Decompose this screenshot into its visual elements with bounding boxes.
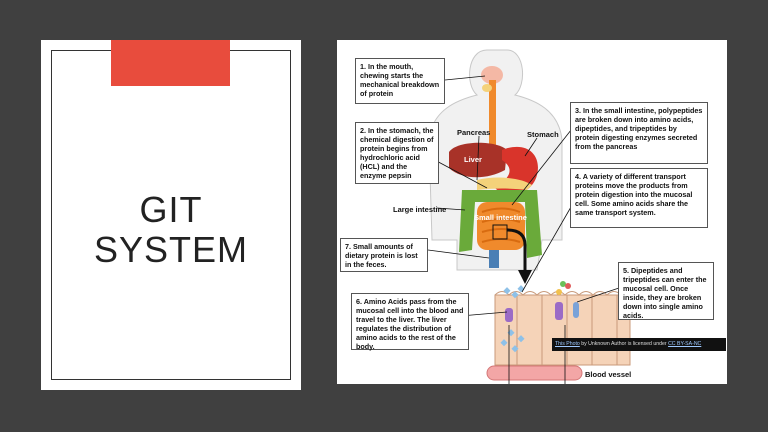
rectum-shape xyxy=(489,250,499,268)
step-6-box: 6. Amino Acids pass from the mucosal cel… xyxy=(351,293,469,351)
zoom-arrowhead xyxy=(518,270,532,284)
small-intestine-label: Small intestine xyxy=(474,213,527,222)
title-slide-thumbnail[interactable]: GIT SYSTEM xyxy=(41,40,301,390)
credit-text: by Unknown Author is licensed under xyxy=(579,341,669,347)
pancreas-shape xyxy=(477,177,532,190)
step-3-box: 3. In the small intestine, polypeptides … xyxy=(570,102,708,164)
large-intestine-shape xyxy=(459,190,542,258)
mouth-shape xyxy=(481,66,503,84)
small-intestine-highlight xyxy=(492,224,508,240)
step-2-box: 2. In the stomach, the chemical digestio… xyxy=(355,122,439,184)
slide-title: GIT SYSTEM xyxy=(93,189,249,270)
dipeptide-particles xyxy=(556,281,571,295)
pancreas-label: Pancreas xyxy=(457,128,491,137)
zoom-arrow xyxy=(506,228,527,272)
step-1-box: 1. In the mouth, chewing starts the mech… xyxy=(355,58,445,104)
credit-photo-link[interactable]: This Photo xyxy=(555,341,580,347)
image-credit: This Photo by Unknown Author is licensed… xyxy=(552,338,726,351)
mucosal-cells xyxy=(494,291,631,366)
credit-license-link[interactable]: CC BY-SA-NC xyxy=(668,341,702,347)
small-intestine-shape xyxy=(477,202,525,250)
large-intestine-label: Large intestine xyxy=(393,205,447,214)
digestive-system-illustration xyxy=(427,49,631,384)
stomach-label: Stomach xyxy=(527,130,559,139)
step-4-box: 4. A variety of different transport prot… xyxy=(570,168,708,228)
blood-vessel-label: Blood vessel xyxy=(585,370,632,379)
salivary-shape xyxy=(482,84,492,92)
pointer-lines xyxy=(427,75,620,384)
liver-label: Liver xyxy=(464,155,482,164)
step-7-box: 7. Small amounts of dietary protein is l… xyxy=(340,238,428,272)
esophagus-shape xyxy=(489,80,496,155)
protein-digestion-diagram[interactable]: 1. In the mouth, chewing starts the mech… xyxy=(337,40,727,384)
blood-vessel-shape xyxy=(486,365,583,381)
title-accent-bar xyxy=(111,40,230,86)
step-5-box: 5. Dipeptides and tripeptides can enter … xyxy=(618,262,714,320)
